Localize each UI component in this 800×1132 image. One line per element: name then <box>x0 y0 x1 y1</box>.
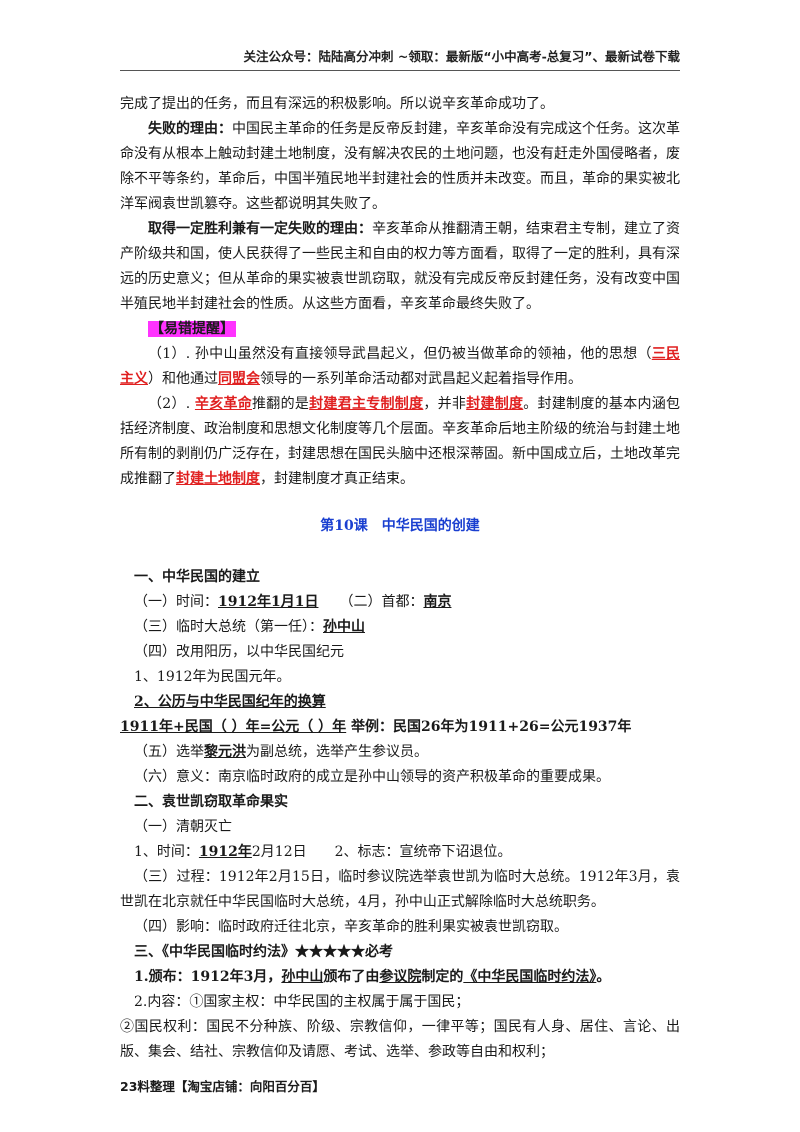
error-2-key-xinhai: 辛亥革命 <box>194 396 253 412</box>
page-content: 完成了提出的任务，而且有深远的积极影响。所以说辛亥革命成功了。 失败的理由：中国… <box>120 92 680 1065</box>
s1-formula-body: 年+民国（ ）年=公元（ ）年 <box>158 719 347 735</box>
s3-period: 。 <box>596 969 611 985</box>
lesson-title: 第10课 中华民国的创建 <box>320 518 480 534</box>
s1-vp-label: （五）选举 <box>134 744 204 760</box>
s2-time-label: 1、时间： <box>134 844 199 860</box>
s3-line-rights: ②国民权利：国民不分种族、阶级、宗教信仰，一律平等；国民有人身、居住、言论、出版… <box>120 1019 680 1060</box>
error-2-text-a: （2）. <box>148 396 195 412</box>
s2-time-year: 1912年 <box>198 844 252 860</box>
s3-promulgator: 孙中山 <box>281 969 324 985</box>
s2-line-qing-fall: （一）清朝灭亡 <box>134 819 232 835</box>
failure-text: 中国民主革命的任务是反帝反封建，辛亥革命没有完成这个任务。这次革命没有从根本上触… <box>120 121 680 212</box>
error-2-text-c: 推翻的是 <box>252 396 310 412</box>
s1-president-label: （三）临时大总统（第一任）： <box>134 619 323 635</box>
error-1-key-tongmenghui: 同盟会 <box>218 371 260 387</box>
error-2-text-g: 。封建制度的基本内涵包括经济制度、政治制度和思想文化制度等几个层面。辛亥革命后地… <box>120 396 681 487</box>
paragraph-success-end: 完成了提出的任务，而且有深远的积极影响。所以说辛亥革命成功了。 <box>120 96 554 112</box>
s1-time-label: （一）时间： <box>134 594 218 610</box>
s2-line-process: （三）过程：1912年2月15日，临时参议院选举袁世凯为临时大总统。1912年3… <box>120 869 680 910</box>
error-2-key-land: 封建土地制度 <box>176 471 260 487</box>
s2-line-impact: （四）影响：临时政府迁往北京，辛亥革命的胜利果实被袁世凯窃取。 <box>134 919 568 935</box>
mixed-text: 辛亥革命从推翻清王朝，结束君主专制，建立了资产阶级共和国，使人民获得了一些民主和… <box>120 221 680 312</box>
paragraph-failure-reason: 失败的理由：中国民主革命的任务是反帝反封建，辛亥革命没有完成这个任务。这次革命没… <box>120 117 680 217</box>
s1-vp-rest: 为副总统，选举产生参议员。 <box>246 744 428 760</box>
mixed-label: 取得一定胜利兼有一定失败的理由： <box>148 221 372 237</box>
s2-time-rest: 2月12日 2、标志：宣统帝下诏退位。 <box>251 844 512 860</box>
section-2-heading-text: 二、袁世凯窃取革命果实 <box>134 794 288 810</box>
s1-capital-value: 南京 <box>423 594 452 610</box>
s3-constitution-name: 《中华民国临时约法》 <box>463 969 597 985</box>
s3-text-made: 制定的 <box>421 969 464 985</box>
s2-line-time-sign: 1、时间：1912年2月12日 2、标志：宣统帝下诏退位。 <box>120 840 680 865</box>
section-1-heading: 一、中华民国的建立 <box>120 565 680 590</box>
error-2-key-feudal: 封建制度 <box>466 396 524 412</box>
s3-text-by: 颁布了由 <box>323 969 380 985</box>
s1-formula-example: 举例：民国26年为1911+26=公元1937年 <box>346 719 632 735</box>
s1-vp-value: 黎元洪 <box>204 744 246 760</box>
error-1-key-sanmin: 三民主义 <box>120 346 680 387</box>
section-2-heading: 二、袁世凯窃取革命果实 <box>120 790 680 815</box>
s1-line-significance: （六）意义：南京临时政府的成立是孙中山领导的资产积极革命的重要成果。 <box>134 769 610 785</box>
s3-line-content: 2.内容：①国家主权：中华民国的主权属于属于国民； <box>134 994 470 1010</box>
s1-time-value: 1912年1月1日 <box>218 594 319 610</box>
s1-president-value: 孙中山 <box>323 619 365 635</box>
s1-line-vice-president: （五）选举黎元洪为副总统，选举产生参议员。 <box>120 740 680 765</box>
error-item-1: （1）. 孙中山虽然没有直接领导武昌起义，但仍被当做革命的领袖，他的思想（三民主… <box>120 342 680 392</box>
s3-senate: 参议院 <box>379 969 422 985</box>
error-1-text-a: （1）. 孙中山虽然没有直接领导武昌起义，但仍被当做革命的领袖，他的思想（ <box>148 346 652 362</box>
s1-line-time-capital: （一）时间：1912年1月1日 （二）首都：南京 <box>120 590 680 615</box>
s1-conversion-heading-text: 2、公历与中华民国纪年的换算 <box>134 694 326 710</box>
error-reminder-tag: 【易错提醒】 <box>148 321 236 337</box>
s1-line-conversion-formula: 1911年+民国（ ）年=公元（ ）年 举例：民国26年为1911+26=公元1… <box>120 715 680 740</box>
s1-formula-1911: 1911 <box>120 719 159 735</box>
error-2-text-e: ，并非 <box>423 396 467 412</box>
paragraph-mixed-reason: 取得一定胜利兼有一定失败的理由：辛亥革命从推翻清王朝，结束君主专制，建立了资产阶… <box>120 217 680 317</box>
s1-line-calendar: （四）改用阳历，以中华民国纪元 <box>134 644 344 660</box>
s3-promulgation-label: 1.颁布：1912年3月， <box>134 969 282 985</box>
s3-line-promulgation: 1.颁布：1912年3月，孙中山颁布了由参议院制定的《中华民国临时约法》。 <box>120 965 680 990</box>
section-1-heading-text: 一、中华民国的建立 <box>134 569 260 585</box>
s1-capital-label: （二）首都： <box>318 594 424 610</box>
s1-line-year-one: 1、1912年为民国元年。 <box>134 669 291 685</box>
s1-line-conversion-heading: 2、公历与中华民国纪年的换算 <box>120 690 680 715</box>
section-3-heading-text: 三、《中华民国临时约法》★★★★★必考 <box>134 944 393 960</box>
page-footer: 23料整理【淘宝店铺：向阳百分百】 <box>120 1079 325 1094</box>
error-item-2: （2）. 辛亥革命推翻的是封建君主专制制度，并非封建制度。封建制度的基本内涵包括… <box>120 392 680 492</box>
error-1-text-c: ）和他通过 <box>148 371 218 387</box>
s1-line-president: （三）临时大总统（第一任）：孙中山 <box>120 615 680 640</box>
error-1-text-e: 领导的一系列革命活动都对武昌起义起着指导作用。 <box>260 371 582 387</box>
page-header: 关注公众号：陆陆高分冲刺 ~领取：最新版“小中高考-总复习”、最新试卷下载 <box>243 49 680 64</box>
error-2-text-i: ，封建制度才真正结束。 <box>260 471 414 487</box>
error-reminder-row: 【易错提醒】 <box>120 317 680 342</box>
error-2-key-monarchy: 封建君主专制制度 <box>309 396 424 412</box>
header-divider <box>120 70 680 71</box>
failure-label: 失败的理由： <box>148 121 232 137</box>
section-3-heading: 三、《中华民国临时约法》★★★★★必考 <box>120 940 680 965</box>
